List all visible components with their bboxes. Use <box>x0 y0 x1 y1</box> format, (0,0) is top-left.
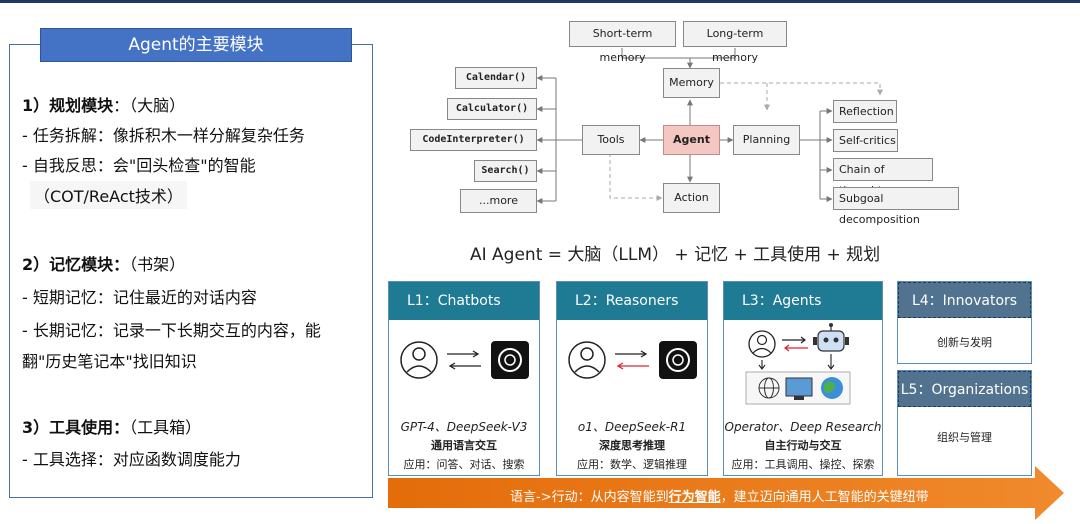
level-applications: 应用：工具调用、操控、探索 <box>731 458 875 471</box>
level-title: L5：Organizations <box>898 371 1031 407</box>
web-globe-icon <box>758 377 780 399</box>
agent-formula: AI Agent = 大脑（LLM） + 记忆 + 工具使用 + 规划 <box>470 245 881 265</box>
planning-reflection: Reflection <box>833 100 897 123</box>
long-term-memory-node: Long-term memory <box>683 21 787 64</box>
level-title: L2：Reasoners <box>557 282 707 320</box>
memory-line-2: - 长期记忆：记录一下长期交互的内容，能 <box>22 321 321 340</box>
planning-line-3: （COT/ReAct技术） <box>30 181 187 209</box>
level-applications: 应用：问答、对话、搜索 <box>403 458 525 471</box>
level-card-l3: L3：Agents <box>723 281 883 476</box>
planning-subgoal: Subgoal decomposition <box>833 187 959 226</box>
tool-search: Search() <box>474 160 537 182</box>
level-models: GPT-4、DeepSeek-V3 <box>400 420 528 434</box>
action-node: Action <box>663 183 720 213</box>
level-subtitle: 自主行动与交互 <box>764 439 842 452</box>
tool-code-interpreter: CodeInterpreter() <box>410 129 537 151</box>
tools-heading: 3）工具使用：（工具箱） <box>22 418 202 437</box>
planning-line-2: - 自我反思：会"回头检查"的智能 <box>22 156 256 175</box>
tool-calculator: Calculator() <box>447 98 537 120</box>
top-rule <box>0 0 1080 3</box>
flow-arrows-icon <box>758 354 835 370</box>
level-description: 组织与管理 <box>937 431 992 444</box>
level-subtitle: 通用语言交互 <box>431 439 497 452</box>
level-card-l5: L5：Organizations 组织与管理 <box>897 370 1032 476</box>
level-applications: 应用：数学、逻辑推理 <box>577 458 687 471</box>
openai-logo-icon <box>491 341 529 379</box>
computer-icon <box>785 377 813 400</box>
memory-line-3: 翻"历史笔记本"找旧知识 <box>22 352 197 371</box>
agent-illustration <box>745 323 851 405</box>
user-icon <box>400 341 438 379</box>
user-icon <box>568 341 606 379</box>
memory-node: Memory <box>663 68 720 98</box>
level-subtitle: 深度思考推理 <box>599 439 665 452</box>
exchange-arrows-icon <box>447 350 481 370</box>
level-card-l4: L4：Innovators 创新与发明 <box>897 281 1032 364</box>
exchange-arrows-icon <box>782 336 808 352</box>
level-title: L3：Agents <box>724 282 882 320</box>
tools-line-1: - 工具选择：对应函数调度能力 <box>22 450 241 469</box>
user-icon <box>748 330 776 358</box>
memory-line-1: - 短期记忆：记住最近的对话内容 <box>22 288 257 307</box>
agent-node: Agent <box>663 125 720 155</box>
level-models: Operator、Deep Research <box>724 420 882 434</box>
level-card-l2: L2：Reasoners o1、DeepSeek-R1 深度思考推理 应用：数学… <box>556 281 708 476</box>
planning-node: Planning <box>733 125 800 155</box>
level-title: L1：Chatbots <box>389 282 539 320</box>
earth-icon <box>821 377 843 399</box>
level-models: o1、DeepSeek-R1 <box>577 420 687 434</box>
openai-logo-icon <box>659 341 697 379</box>
level-description: 创新与发明 <box>937 336 992 349</box>
tool-calendar: Calendar() <box>455 67 537 89</box>
reasoning-illustration <box>568 341 697 379</box>
tools-node: Tools <box>582 125 640 155</box>
planning-self-critics: Self-critics <box>833 129 898 152</box>
level-title: L4：Innovators <box>898 282 1031 318</box>
robot-icon <box>813 323 849 352</box>
memory-heading: 2）记忆模块：（书架） <box>22 255 186 274</box>
planning-heading: 1）规划模块：（大脑） <box>22 96 186 115</box>
modules-panel <box>9 44 373 498</box>
modules-title: Agent的主要模块 <box>40 28 352 62</box>
short-term-memory-node: Short-term memory <box>569 21 676 64</box>
arrow-caption: 语言->行动：从内容智能到行为智能，建立迈向通用人工智能的关键纽带 <box>510 490 929 505</box>
chat-illustration <box>400 341 529 379</box>
level-card-l1: L1：Chatbots GPT-4、DeepSeek-V3 通用语言交互 应用：… <box>388 281 540 476</box>
planning-line-1: - 任务拆解：像拆积木一样分解复杂任务 <box>22 126 305 145</box>
exchange-arrows-icon <box>615 350 649 370</box>
tool-more: ...more <box>460 189 537 213</box>
